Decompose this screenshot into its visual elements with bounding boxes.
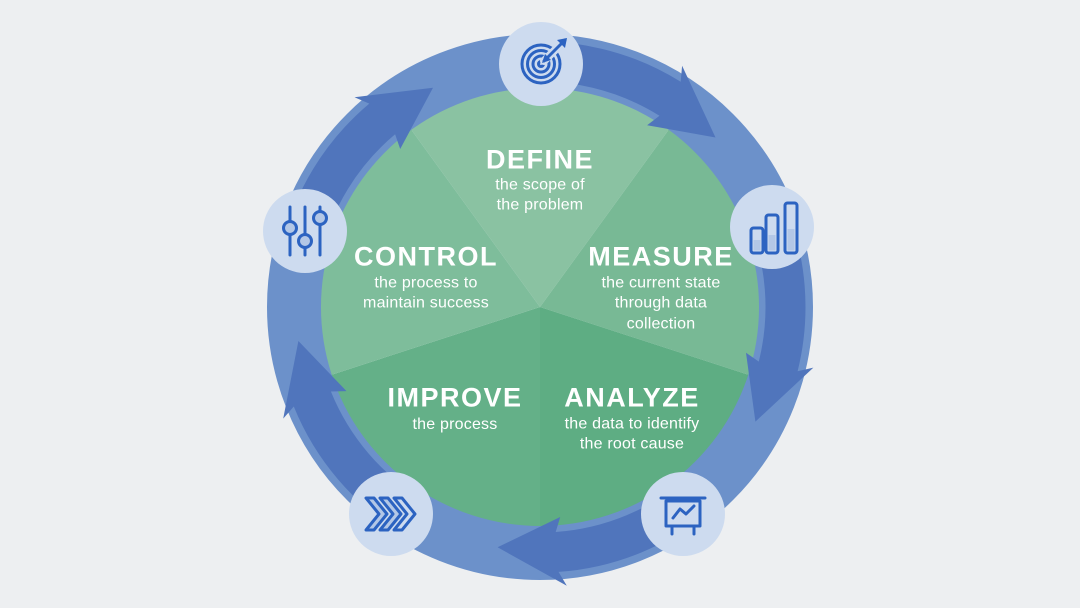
measure-step-description: the current state through data collectio…: [601, 274, 721, 333]
define-step-badge: [499, 22, 583, 106]
presentation-chart-icon: [659, 496, 707, 536]
badge-circle: [349, 472, 433, 556]
bar-chart-icon: [749, 201, 799, 255]
pie-segment-define: [411, 87, 669, 308]
define-step-title: DEFINE: [485, 144, 595, 175]
measure-step-badge: [730, 185, 814, 269]
sliders-icon: [282, 205, 328, 257]
control-step-description: the process to maintain success: [363, 274, 489, 312]
pie-segment-improve: [331, 307, 540, 526]
measure-step-title: MEASURE: [588, 241, 734, 272]
fast-forward-icon: [364, 496, 417, 532]
badge-circle: [499, 22, 583, 106]
target-icon: [520, 34, 571, 85]
pie-segments: [320, 87, 760, 526]
badge-circle: [641, 472, 725, 556]
badge-circle: [730, 185, 814, 269]
pie-segment-control: [320, 129, 540, 375]
analyze-step-title: ANALYZE: [564, 382, 700, 413]
control-step-badge: [263, 189, 347, 273]
control-step-title: CONTROL: [354, 241, 498, 272]
improve-step-title: IMPROVE: [387, 382, 523, 413]
pie-segment-analyze: [540, 307, 749, 526]
improve-step-badge: [349, 472, 433, 556]
analyze-step-badge: [641, 472, 725, 556]
pie-segment-measure: [540, 129, 760, 375]
define-step-description: the scope of the problem: [495, 176, 585, 214]
analyze-step-description: the data to identify the root cause: [564, 415, 700, 453]
improve-step-description: the process: [412, 415, 498, 433]
